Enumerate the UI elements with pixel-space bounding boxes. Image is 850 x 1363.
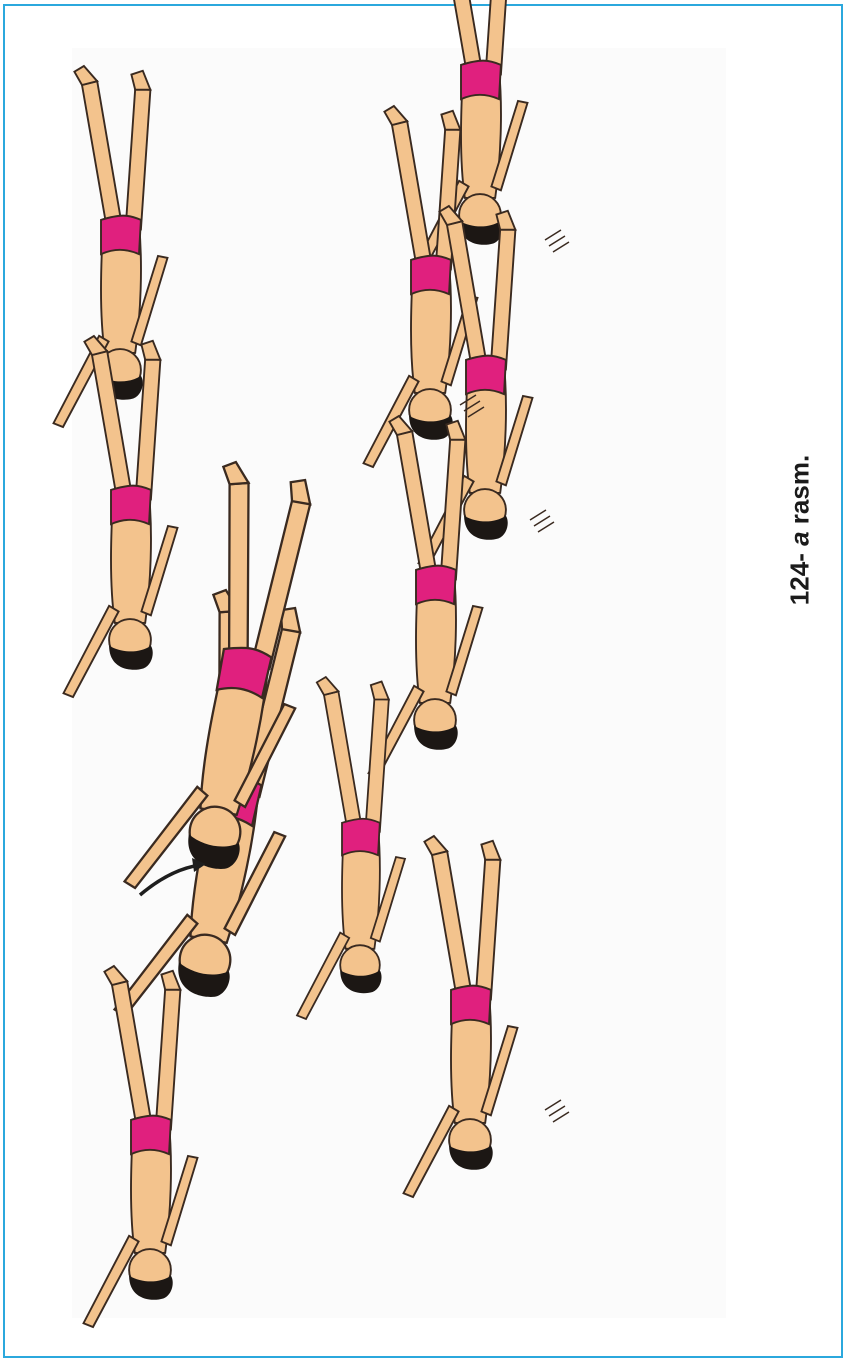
figure-caption: 124- a rasm. bbox=[785, 455, 816, 605]
motion-lines-icon bbox=[545, 1100, 569, 1122]
swimmer-figure-10 bbox=[297, 677, 405, 1019]
caption-word: rasm. bbox=[785, 455, 815, 524]
motion-lines-icon bbox=[530, 510, 554, 532]
caption-letter: a bbox=[785, 531, 815, 545]
swimmer-figure-11 bbox=[404, 836, 518, 1197]
motion-lines-icon bbox=[545, 230, 569, 252]
caption-number: 124- bbox=[785, 553, 815, 605]
swimmer-figure-5 bbox=[84, 966, 198, 1327]
swimmer-figure-4 bbox=[124, 456, 336, 910]
